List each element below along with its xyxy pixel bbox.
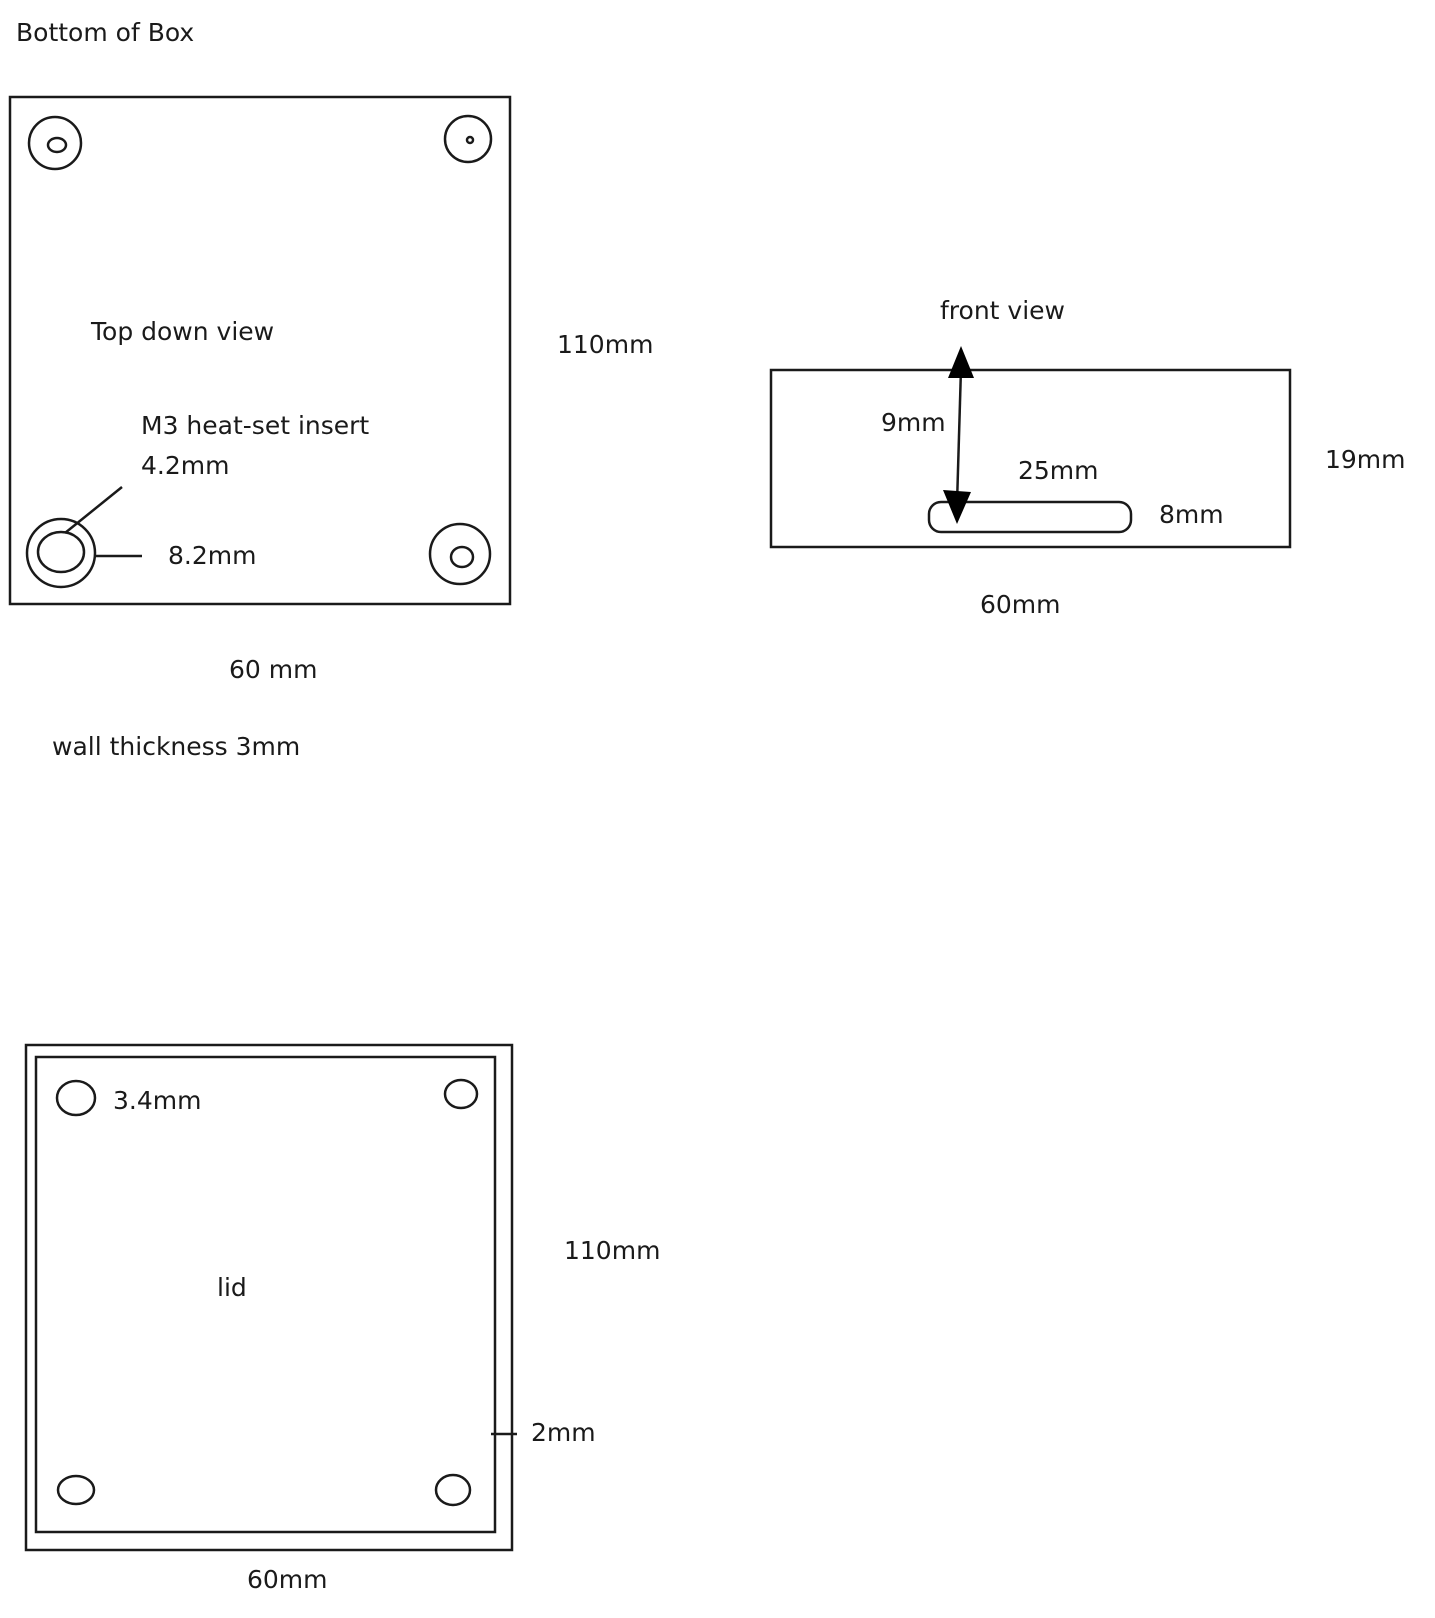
height-arrow-head-up: [948, 346, 974, 378]
lid-hole-bottom-right: [434, 1473, 472, 1507]
slot-width-dimension: 25mm: [1018, 456, 1099, 485]
wall-thickness-note: wall thickness 3mm: [52, 732, 301, 761]
page-title: Bottom of Box: [16, 18, 195, 47]
front-height-dimension: 19mm: [1325, 445, 1406, 474]
mount-boss-bottom-left: [25, 517, 97, 589]
front-slot: [927, 500, 1133, 534]
insert-label: M3 heat-set insert: [141, 411, 370, 440]
mount-boss-bottom-right: [428, 522, 492, 586]
lid-name: lid: [217, 1273, 247, 1302]
front-outline: [769, 368, 1292, 549]
insert-leader-line: [64, 486, 123, 534]
mount-hole-top-right: [465, 135, 475, 145]
lid-hole-diameter: 3.4mm: [113, 1086, 202, 1115]
lid-inner-outline: [34, 1055, 497, 1534]
mount-hole-bottom-right: [449, 545, 475, 569]
lid-hole-bottom-left: [56, 1474, 96, 1506]
mount-boss-top-left: [27, 115, 83, 171]
height-arrow-line: [955, 367, 963, 505]
lid-lip-dimension: 2mm: [531, 1418, 596, 1447]
lid-drawing: [24, 1043, 517, 1552]
slot-offset-dimension: 9mm: [881, 408, 946, 437]
bottom-view-name: Top down view: [91, 317, 275, 346]
front-view-name: front view: [940, 296, 1065, 325]
front-view-drawing: [769, 346, 1292, 549]
bottom-view-drawing: [8, 95, 512, 606]
lid-hole-top-right: [443, 1078, 479, 1110]
mount-hole-bottom-left: [36, 530, 86, 574]
lid-height-dimension: 110mm: [564, 1236, 661, 1265]
bottom-width-dimension: 60 mm: [229, 655, 318, 684]
mount-boss-top-right: [443, 114, 493, 164]
height-arrow-head-down: [943, 490, 971, 524]
bottom-outline: [8, 95, 512, 606]
slot-height-dimension: 8mm: [1159, 500, 1224, 529]
insert-inner-diameter: 4.2mm: [141, 451, 230, 480]
lid-hole-top-left: [55, 1079, 97, 1117]
front-width-dimension: 60mm: [980, 590, 1061, 619]
insert-outer-diameter: 8.2mm: [168, 541, 257, 570]
mount-hole-top-left: [46, 136, 68, 154]
lid-outer-outline: [24, 1043, 514, 1552]
lid-width-dimension: 60mm: [247, 1565, 328, 1594]
bottom-height-dimension: 110mm: [557, 330, 654, 359]
